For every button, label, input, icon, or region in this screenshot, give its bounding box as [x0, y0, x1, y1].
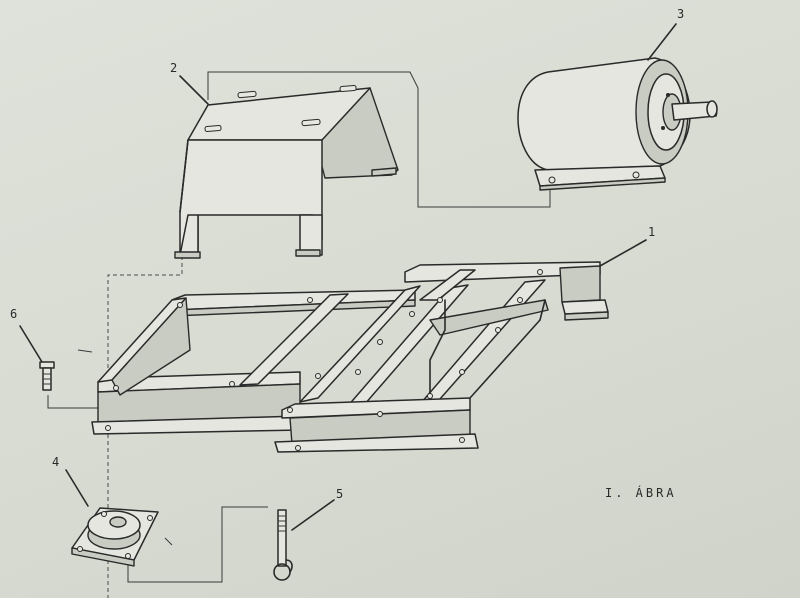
- figure-caption: I. ÁBRA: [605, 485, 677, 500]
- bolt-part-6: [39, 361, 55, 391]
- vibration-damper-part-4: [71, 507, 159, 567]
- leader-lines: [19, 23, 677, 531]
- label-part-3: 3: [677, 7, 684, 21]
- base-frame-part-1: [91, 261, 609, 453]
- motor-bracket-part-2: [174, 84, 399, 259]
- part-labels: 1 2 3 4 5 6: [10, 7, 684, 501]
- label-part-1: 1: [648, 225, 655, 239]
- frame-bolt-holes: [105, 269, 543, 451]
- label-part-2: 2: [170, 61, 177, 75]
- label-part-4: 4: [52, 455, 59, 469]
- label-part-6: 6: [10, 307, 17, 321]
- label-part-5: 5: [336, 487, 343, 501]
- eye-hook-part-5: [273, 509, 293, 581]
- electric-motor-part-3: [517, 57, 718, 191]
- connection-lines: [47, 71, 551, 598]
